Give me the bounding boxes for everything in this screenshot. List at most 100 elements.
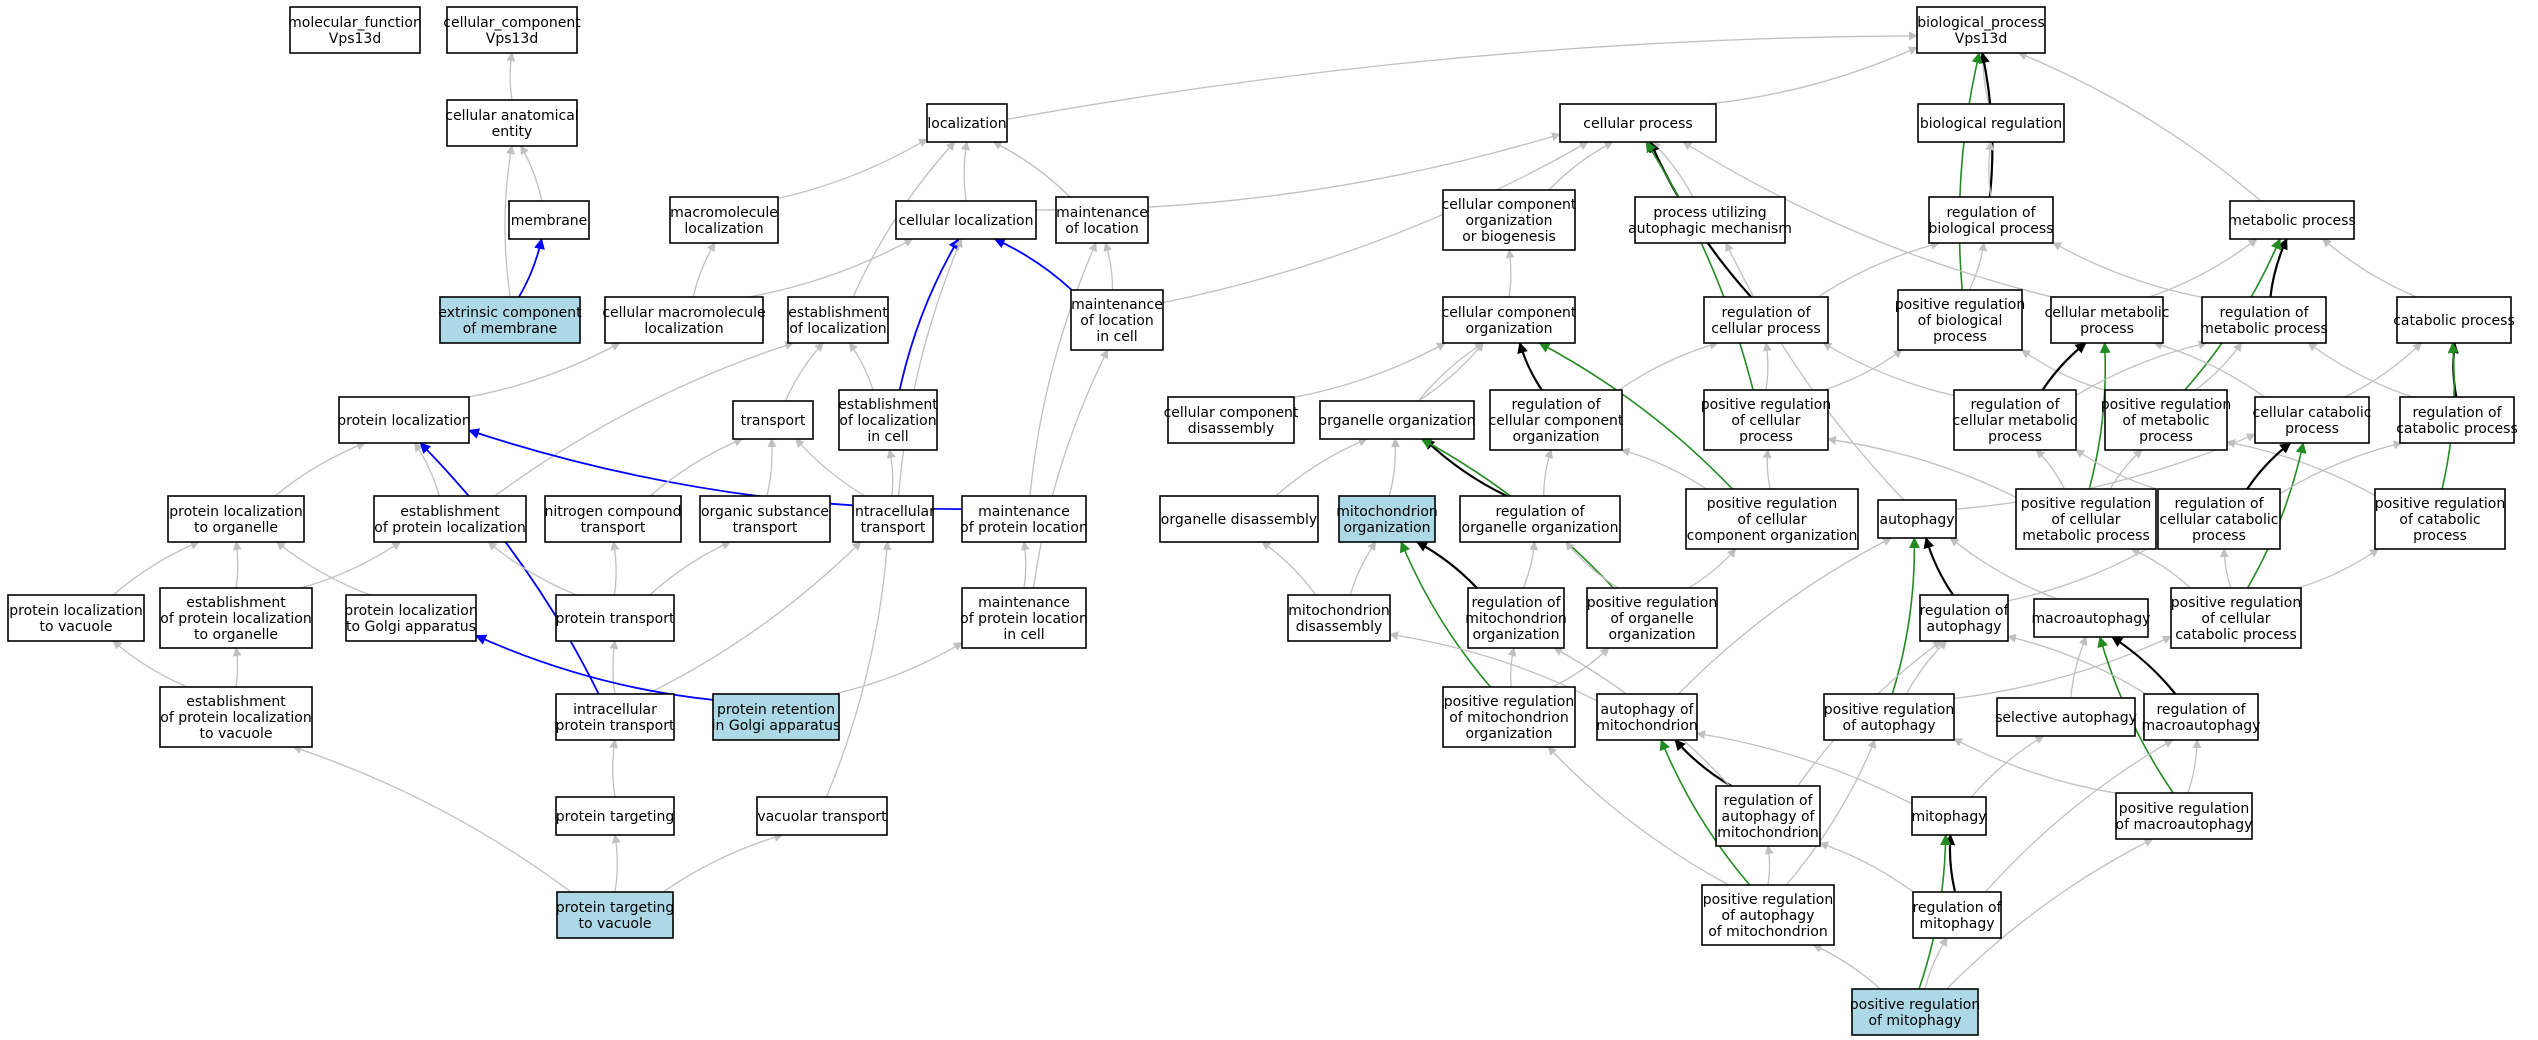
node-label-regmitoorg-line-1: mitochondrion <box>1465 611 1567 627</box>
node-label-posregbio-line-2: process <box>1933 329 1987 345</box>
node-box-regbio <box>1928 196 2054 244</box>
node-orgdisasm[interactable]: organelle disassembly <box>1159 495 1319 543</box>
node-localization[interactable]: localization <box>926 103 1008 143</box>
node-label-posregmacroautoph-line-1: of macroautophagy <box>2116 817 2253 833</box>
node-box-inttrans <box>852 495 934 543</box>
node-label-orgsubtrans-line-0: organic substance <box>701 504 829 520</box>
node-cellproc[interactable]: cellular process <box>1559 103 1717 143</box>
node-label-estlocincell-line-0: establishment <box>838 397 938 413</box>
node-catab[interactable]: catabolic process <box>2393 296 2515 344</box>
node-membrane[interactable]: membrane <box>508 200 590 240</box>
edge-positively-regulates-posregautophmito-to-autophmito <box>1659 739 1751 886</box>
edge-is-a-regautoph-to-regcellcatab <box>2007 542 2159 602</box>
node-metab[interactable]: metabolic process <box>2228 200 2356 240</box>
node-mitophagy[interactable]: mitophagy <box>1911 796 1987 836</box>
node-selautoph[interactable]: selective autophagy <box>1995 697 2137 737</box>
node-label-regbio-line-1: biological process <box>1929 221 2054 237</box>
node-box-cc <box>446 6 578 54</box>
node-transport[interactable]: transport <box>732 400 814 440</box>
node-protloc[interactable]: protein localization <box>337 396 471 444</box>
node-label-posregcellcatab-line-2: catabolic process <box>2175 627 2297 643</box>
node-prottrans[interactable]: protein transport <box>555 594 675 642</box>
node-label-maintloc-line-1: of location <box>1065 221 1139 237</box>
node-autophagy[interactable]: autophagy <box>1877 499 1957 539</box>
node-orgorg[interactable]: organelle organization <box>1319 400 1476 440</box>
edge-is-a-regcellcatab-to-regcatab <box>2279 440 2403 495</box>
node-macroautoph[interactable]: macroautophagy <box>2032 598 2151 638</box>
node-label-regcellcatab-line-0: regulation of <box>2174 496 2264 512</box>
node-box-orgorg <box>1319 400 1475 440</box>
node-box-posregautoph <box>1823 693 1955 741</box>
node-label-estprotlocvac-line-1: of protein localization <box>160 710 311 726</box>
edge-part-of-intprottrans-to-protloc <box>419 442 600 695</box>
node-bioreg[interactable]: biological regulation <box>1917 103 2065 143</box>
node-vactrans[interactable]: vacuolar transport <box>756 796 888 836</box>
node-cellloc[interactable]: cellular localization <box>895 200 1037 240</box>
node-box-membrane <box>508 200 590 240</box>
node-box-mitophagy <box>1911 796 1987 836</box>
node-prottarg[interactable]: protein targeting <box>555 796 675 836</box>
node-box-posregcatab <box>2374 488 2506 550</box>
